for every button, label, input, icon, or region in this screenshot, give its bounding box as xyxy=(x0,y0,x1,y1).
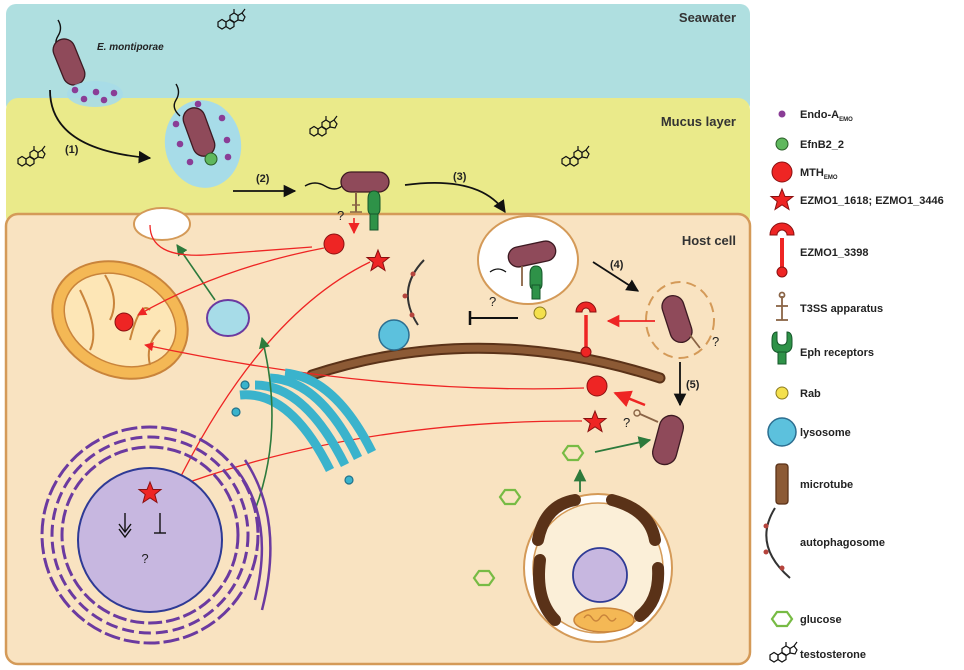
t3ss-icon xyxy=(776,291,788,321)
question-mark: ? xyxy=(712,334,719,349)
efnb2-icon xyxy=(775,137,789,151)
escaping-bacterium: ? xyxy=(645,281,719,359)
step-5-label: (5) xyxy=(686,379,700,391)
mth-icon xyxy=(771,161,793,183)
legend-label-lysosome: lysosome xyxy=(800,427,851,439)
legend-label-t3ss: T3SS apparatus xyxy=(800,303,883,315)
glucose-icon xyxy=(770,610,794,628)
seawater-label: Seawater xyxy=(679,10,736,25)
bacterium-mucus xyxy=(164,83,242,188)
legend-label-ezmo-star: EZMO1_1618; EZMO1_3446 xyxy=(800,195,944,207)
vesicle-top xyxy=(133,207,191,241)
effectors-cytoplasm: ? xyxy=(583,375,646,432)
lysosome xyxy=(378,319,410,351)
bacterium-cytoplasm xyxy=(633,409,685,466)
legend-label-ezmo-3398: EZMO1_3398 xyxy=(800,247,868,259)
vesicle-middle xyxy=(206,299,250,337)
golgi-apparatus xyxy=(231,368,377,485)
rab-legend-icon xyxy=(775,386,789,400)
step-1-label: (1) xyxy=(65,144,79,156)
autophagosome-icon xyxy=(763,507,791,579)
eph-receptor-icon xyxy=(771,331,793,365)
vacuole-internalized xyxy=(477,215,579,305)
question-mark: ? xyxy=(141,551,148,566)
legend-label-microtube: microtube xyxy=(800,479,853,491)
legend-label-rab: Rab xyxy=(800,388,821,400)
effectors-surface xyxy=(323,218,390,271)
host-cell-label: Host cell xyxy=(682,233,736,248)
star-icon xyxy=(770,188,794,210)
mucus-layer-label: Mucus layer xyxy=(661,114,736,129)
rab-inhibition: ? xyxy=(468,294,547,325)
testosterone-legend-icon xyxy=(769,641,798,663)
step-2-label: (2) xyxy=(256,173,270,185)
step-4-arrow xyxy=(592,261,640,292)
legend-label-glucose: glucose xyxy=(800,614,842,626)
question-mark: ? xyxy=(623,415,630,430)
rab-icon xyxy=(533,306,547,320)
algal-symbiont xyxy=(523,493,673,643)
step-3-label: (3) xyxy=(453,171,467,183)
legend-label-eph: Eph receptors xyxy=(800,347,874,359)
endo-a-icon xyxy=(778,110,786,118)
step-1-arrow xyxy=(49,89,152,164)
ezmo1-3398 xyxy=(575,301,597,358)
species-label: E. montiporae xyxy=(97,42,164,53)
legend-label-efnb2: EfnB2_2 xyxy=(800,139,844,151)
lysosome-icon xyxy=(767,417,797,447)
ezmo1-3398-icon xyxy=(769,222,795,278)
gene-regulation-marks xyxy=(118,513,166,539)
legend-label-endo: Endo-AEMO xyxy=(800,109,853,123)
legend-label-testosterone: testosterone xyxy=(800,649,866,661)
step-3-arrow xyxy=(404,182,506,214)
autophagosome xyxy=(402,259,425,326)
green-arrow xyxy=(594,436,652,453)
seawater-zone xyxy=(6,4,750,114)
nucleus xyxy=(77,467,223,613)
question-mark: ? xyxy=(337,208,344,223)
legend-label-mth: MTHEMO xyxy=(800,167,838,181)
step-4-label: (4) xyxy=(610,259,624,271)
legend-label-autophagosome: autophagosome xyxy=(800,537,885,549)
legend: Endo-AEMO EfnB2_2 MTHEMO EZMO1_1618; EZM… xyxy=(763,109,944,663)
endoplasmic-reticulum xyxy=(40,425,272,645)
bacterium-seawater: E. montiporae xyxy=(52,19,164,107)
bacterium-attaching: ? xyxy=(304,171,390,231)
question-mark: ? xyxy=(489,294,496,309)
microtube-icon xyxy=(775,463,789,505)
